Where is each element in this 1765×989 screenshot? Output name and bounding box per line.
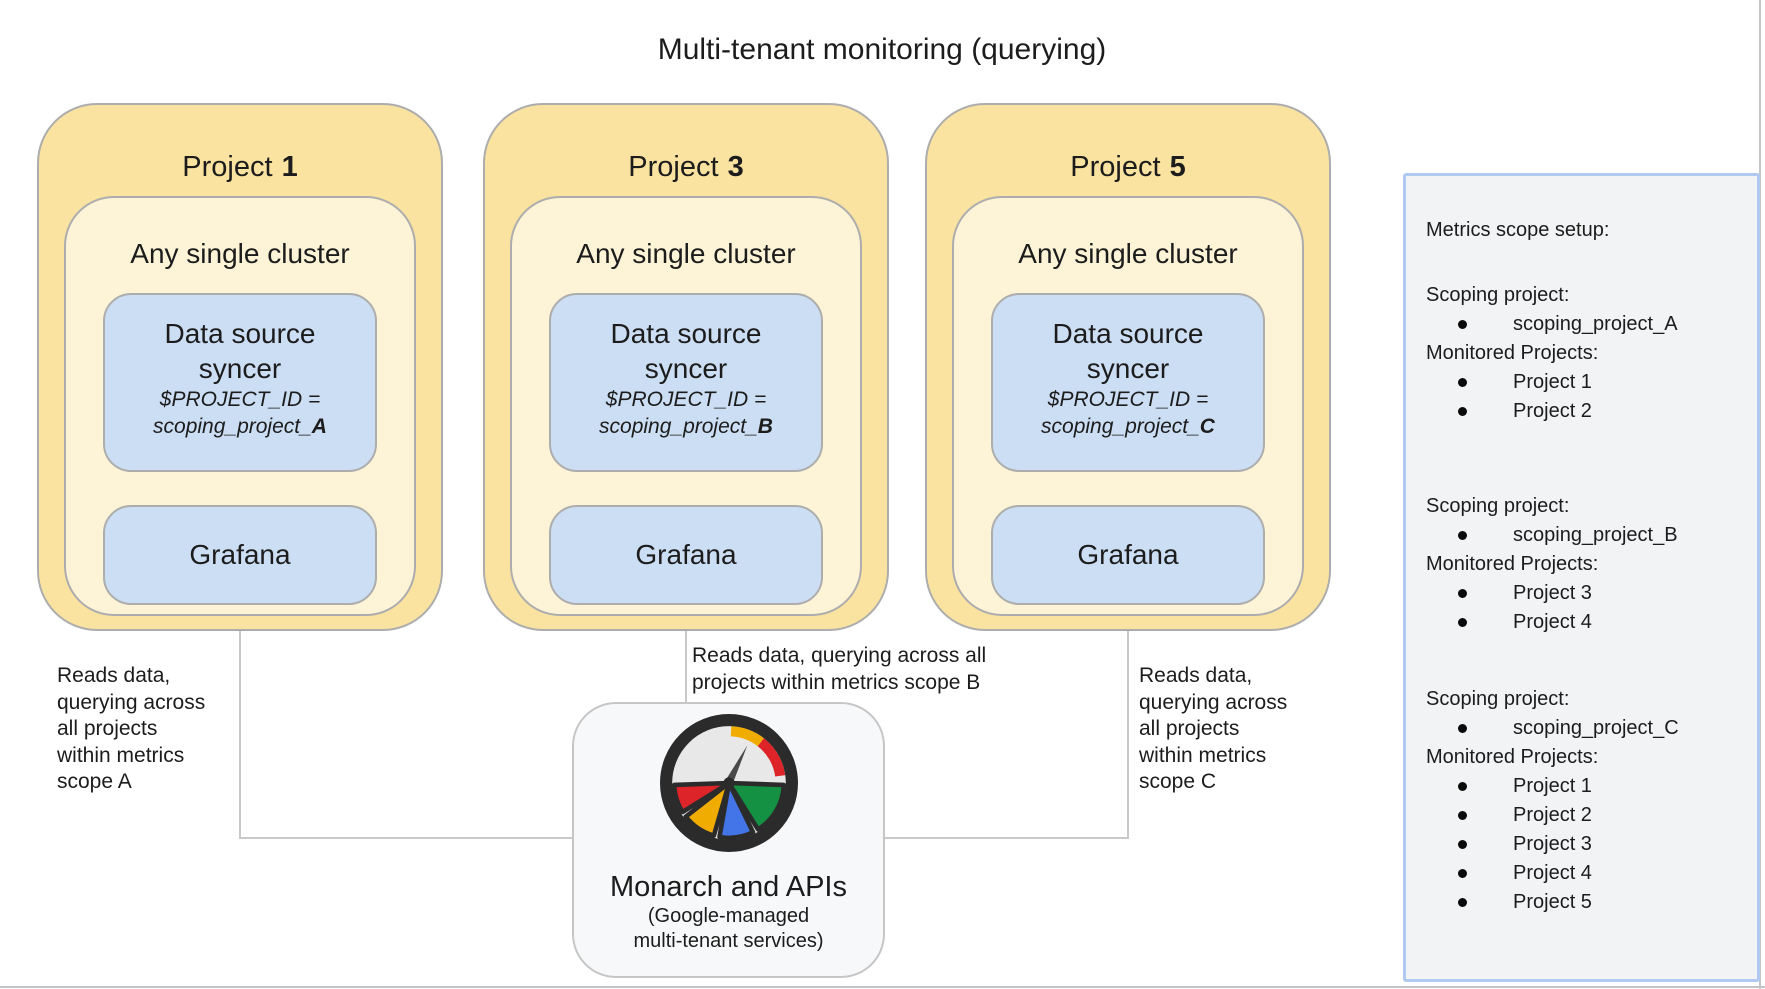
syncer-title-line2: syncer — [1086, 353, 1170, 384]
monitored-projects-label: Monitored Projects: — [1426, 746, 1599, 768]
reads-data-note-scope-c: Reads data, querying across all projects… — [1139, 664, 1288, 793]
connector-line — [1127, 605, 1129, 839]
bullet-icon — [1458, 782, 1467, 791]
syncer-value-prefix: scoping_project_ — [153, 415, 312, 438]
scoping-project-label: Scoping project: — [1426, 688, 1570, 710]
data-source-syncer-box: Data source syncer $PROJECT_ID = scoping… — [103, 293, 377, 472]
grafana-box: Grafana — [991, 505, 1265, 605]
syncer-value-scope-letter: A — [311, 415, 327, 438]
bullet-icon — [1458, 320, 1467, 329]
grafana-label: Grafana — [1077, 539, 1179, 570]
bullet-icon — [1458, 840, 1467, 849]
list-item: Project 5 — [1426, 888, 1743, 917]
bullet-icon — [1458, 724, 1467, 733]
list-item: scoping_project_C — [1426, 714, 1743, 743]
syncer-variable: $PROJECT_ID = — [1047, 388, 1209, 411]
list-item: scoping_project_B — [1426, 521, 1743, 550]
project-number: 1 — [281, 151, 298, 183]
data-source-syncer-box: Data source syncer $PROJECT_ID = scoping… — [991, 293, 1265, 472]
grafana-box: Grafana — [549, 505, 823, 605]
connector-line — [239, 837, 573, 839]
grafana-label: Grafana — [189, 539, 291, 570]
syncer-title-line2: syncer — [644, 353, 728, 384]
list-item: Project 2 — [1426, 801, 1743, 830]
reads-data-note-scope-b: Reads data, querying across all projects… — [692, 644, 987, 694]
scope-section-c: Scoping project: scoping_project_C Monit… — [1426, 685, 1743, 917]
bullet-icon — [1458, 811, 1467, 820]
cluster-box: Any single cluster Data source syncer $P… — [510, 196, 862, 616]
cluster-box: Any single cluster Data source syncer $P… — [952, 196, 1304, 616]
list-item: scoping_project_A — [1426, 310, 1743, 339]
canvas-bottom-edge — [0, 986, 1765, 988]
syncer-value-prefix: scoping_project_ — [599, 415, 758, 438]
grafana-label: Grafana — [635, 539, 737, 570]
syncer-variable: $PROJECT_ID = — [159, 388, 321, 411]
monitored-projects-label: Monitored Projects: — [1426, 342, 1599, 364]
syncer-title-line1: Data source — [164, 318, 316, 349]
cloud-monitoring-gauge-icon — [659, 714, 798, 852]
monarch-subtitle-line2: multi-tenant services) — [633, 930, 824, 952]
project-number: 5 — [1169, 151, 1186, 183]
syncer-value-scope-letter: B — [757, 415, 773, 438]
list-item: Project 2 — [1426, 397, 1743, 426]
connector-line — [239, 605, 241, 839]
syncer-value: scoping_project_A — [105, 413, 375, 440]
project-title-text: Project — [182, 151, 273, 183]
data-source-syncer-box: Data source syncer $PROJECT_ID = scoping… — [549, 293, 823, 472]
bullet-icon — [1458, 378, 1467, 387]
monarch-subtitle-line1: (Google-managed — [647, 905, 810, 927]
scoping-project-label: Scoping project: — [1426, 284, 1570, 306]
list-item: Project 3 — [1426, 830, 1743, 859]
syncer-title-line2: syncer — [198, 353, 282, 384]
syncer-variable: $PROJECT_ID = — [605, 388, 767, 411]
bullet-icon — [1458, 898, 1467, 907]
reads-data-note-scope-a: Reads data, querying across all projects… — [57, 664, 206, 793]
grafana-box: Grafana — [103, 505, 377, 605]
panel-heading: Metrics scope setup: — [1426, 219, 1610, 241]
cluster-label: Any single cluster — [576, 238, 796, 269]
canvas-right-edge — [1759, 0, 1761, 989]
syncer-value: scoping_project_C — [993, 413, 1263, 440]
metrics-scope-panel: Metrics scope setup: Scoping project: sc… — [1403, 173, 1760, 982]
project-number: 3 — [727, 151, 744, 183]
bullet-icon — [1458, 407, 1467, 416]
list-item: Project 4 — [1426, 608, 1743, 637]
list-item: Project 3 — [1426, 579, 1743, 608]
cluster-label: Any single cluster — [1018, 238, 1238, 269]
bullet-icon — [1458, 869, 1467, 878]
cluster-label: Any single cluster — [130, 238, 350, 269]
syncer-value: scoping_project_B — [551, 413, 821, 440]
syncer-title-line1: Data source — [610, 318, 762, 349]
list-item: Project 4 — [1426, 859, 1743, 888]
bullet-icon — [1458, 589, 1467, 598]
monitored-projects-label: Monitored Projects: — [1426, 553, 1599, 575]
scoping-project-label: Scoping project: — [1426, 495, 1570, 517]
monarch-box: Monarch and APIs (Google-managed multi-t… — [572, 702, 885, 978]
bullet-icon — [1458, 618, 1467, 627]
syncer-value-scope-letter: C — [1199, 415, 1215, 438]
scope-section-b: Scoping project: scoping_project_B Monit… — [1426, 492, 1743, 637]
list-item: Project 1 — [1426, 772, 1743, 801]
monarch-title: Monarch and APIs — [610, 871, 847, 903]
scope-section-a: Scoping project: scoping_project_A Monit… — [1426, 281, 1743, 426]
bullet-icon — [1458, 531, 1467, 540]
syncer-title-line1: Data source — [1052, 318, 1204, 349]
project-title-text: Project — [628, 151, 719, 183]
cluster-box: Any single cluster Data source syncer $P… — [64, 196, 416, 616]
connector-line — [884, 837, 1128, 839]
list-item: Project 1 — [1426, 368, 1743, 397]
syncer-value-prefix: scoping_project_ — [1041, 415, 1200, 438]
diagram-title: Multi-tenant monitoring (querying) — [657, 33, 1107, 66]
project-title-text: Project — [1070, 151, 1161, 183]
connector-line — [685, 605, 687, 702]
